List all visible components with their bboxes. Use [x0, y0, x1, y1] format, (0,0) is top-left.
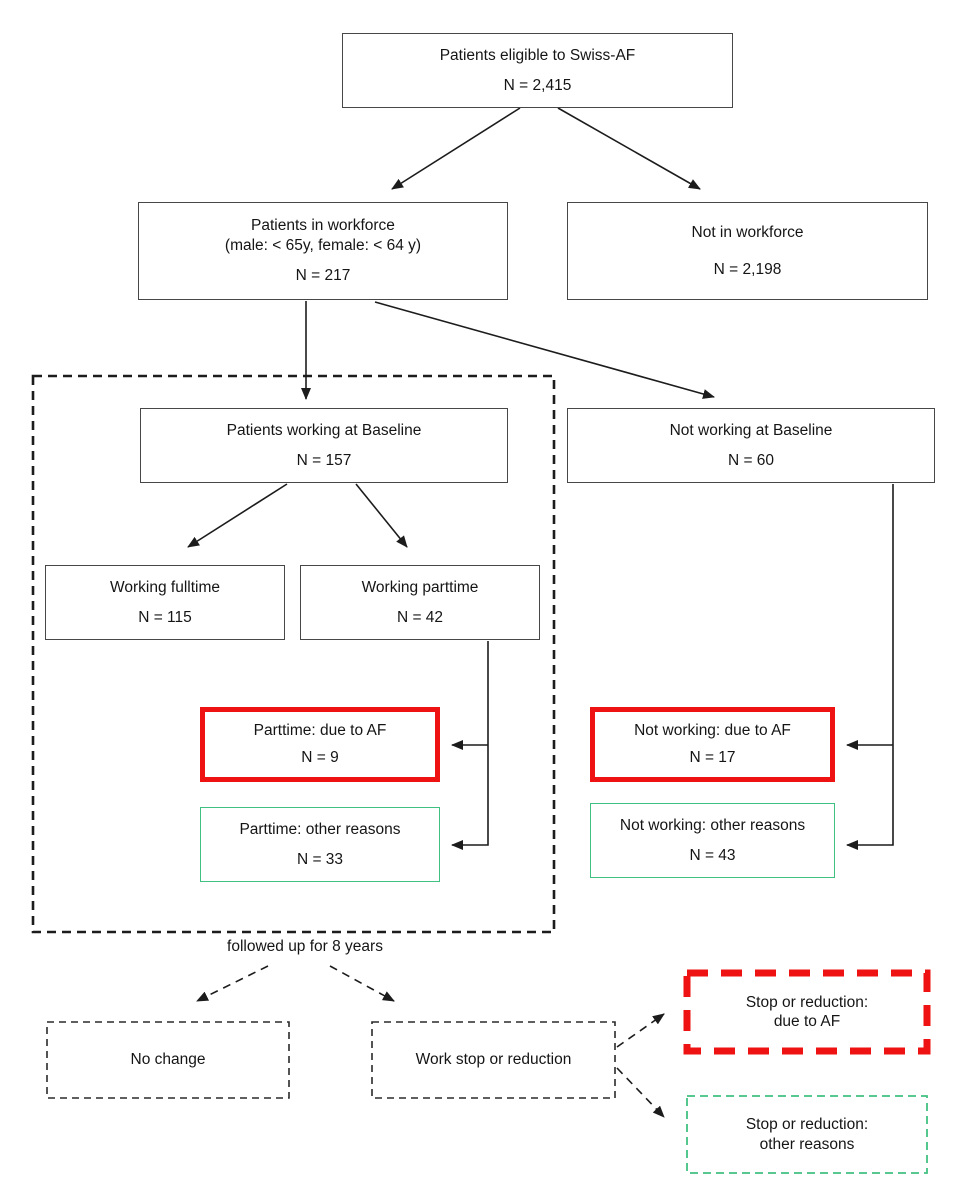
- box-stop-af-title: Stop or reduction:: [745, 993, 869, 1011]
- box-not-working-af-n: N = 17: [689, 749, 736, 767]
- box-not-workforce-title: Not in workforce: [691, 223, 804, 241]
- box-not-working-other-n: N = 43: [689, 846, 736, 864]
- box-parttime-af-n: N = 9: [301, 749, 339, 767]
- connector-notworking-to-other: [846, 484, 894, 850]
- box-no-change-title: No change: [130, 1051, 206, 1069]
- box-parttime-other: Parttime: other reasons N = 33: [200, 807, 440, 882]
- box-no-change: No change: [47, 1022, 289, 1098]
- box-work-stop: Work stop or reduction: [372, 1022, 615, 1098]
- box-working-baseline-n: N = 157: [296, 451, 352, 469]
- connector-baseline-to-fulltime: [187, 483, 288, 548]
- box-stop-other-subtitle: other reasons: [759, 1135, 855, 1153]
- box-working-baseline-title: Patients working at Baseline: [226, 422, 422, 440]
- followup-container-outline: [31, 374, 556, 934]
- box-stop-other-title: Stop or reduction:: [745, 1116, 869, 1134]
- box-parttime-n: N = 42: [396, 608, 444, 626]
- box-stop-other: Stop or reduction: other reasons: [687, 1096, 927, 1173]
- box-not-working-baseline: Not working at Baseline N = 60: [567, 408, 935, 483]
- box-not-working-other-title: Not working: other reasons: [619, 817, 806, 835]
- box-workforce: Patients in workforce (male: < 65y, fema…: [138, 202, 508, 300]
- followup-label: followed up for 8 years: [227, 938, 383, 955]
- box-not-working-other: Not working: other reasons N = 43: [590, 803, 835, 878]
- box-not-working-baseline-title: Not working at Baseline: [669, 422, 833, 440]
- box-fulltime-n: N = 115: [138, 608, 192, 626]
- box-parttime-af: Parttime: due to AF N = 9: [200, 707, 440, 782]
- box-fulltime-title: Working fulltime: [110, 579, 220, 597]
- connector-workstop-to-stop-other: [616, 1067, 665, 1118]
- box-eligible-title: Patients eligible to Swiss-AF: [439, 47, 636, 65]
- box-eligible: Patients eligible to Swiss-AF N = 2,415: [342, 33, 733, 108]
- work-stop-box-outline: [371, 1021, 616, 1099]
- box-not-working-baseline-n: N = 60: [727, 451, 775, 469]
- box-workforce-title: Patients in workforce: [251, 217, 395, 235]
- box-work-stop-title: Work stop or reduction: [415, 1051, 572, 1069]
- connector-followup-to-work-stop: [329, 965, 395, 1002]
- no-change-box-outline: [46, 1021, 290, 1099]
- box-parttime-title: Working parttime: [361, 579, 479, 597]
- box-parttime-other-title: Parttime: other reasons: [239, 821, 401, 839]
- connector-eligible-to-workforce: [391, 107, 521, 190]
- box-eligible-n: N = 2,415: [503, 76, 572, 94]
- stop-other-box-outline: [686, 1095, 928, 1174]
- box-parttime: Working parttime N = 42: [300, 565, 540, 640]
- box-workforce-n: N = 217: [295, 267, 351, 285]
- box-not-workforce-n: N = 2,198: [713, 260, 782, 278]
- box-not-workforce: Not in workforce N = 2,198: [567, 202, 928, 300]
- box-fulltime: Working fulltime N = 115: [45, 565, 285, 640]
- connector-baseline-to-parttime: [355, 483, 408, 548]
- box-stop-af-subtitle: due to AF: [773, 1013, 841, 1030]
- connector-workforce-to-not-working-baseline: [374, 301, 715, 399]
- connector-workstop-to-stop-af: [616, 1013, 665, 1048]
- box-not-working-af: Not working: due to AF N = 17: [590, 707, 835, 782]
- box-parttime-other-n: N = 33: [296, 850, 344, 868]
- connector-eligible-to-not-workforce: [557, 107, 701, 190]
- box-stop-af: Stop or reduction: due to AF: [687, 973, 927, 1051]
- stop-af-box-outline: [683, 969, 931, 1055]
- box-not-working-af-title: Not working: due to AF: [634, 722, 791, 740]
- connector-followup-to-no-change: [196, 965, 269, 1002]
- box-parttime-af-title: Parttime: due to AF: [253, 722, 387, 740]
- box-workforce-subtitle: (male: < 65y, female: < 64 y): [224, 236, 422, 254]
- box-working-baseline: Patients working at Baseline N = 157: [140, 408, 508, 483]
- connector-parttime-to-other: [451, 641, 489, 850]
